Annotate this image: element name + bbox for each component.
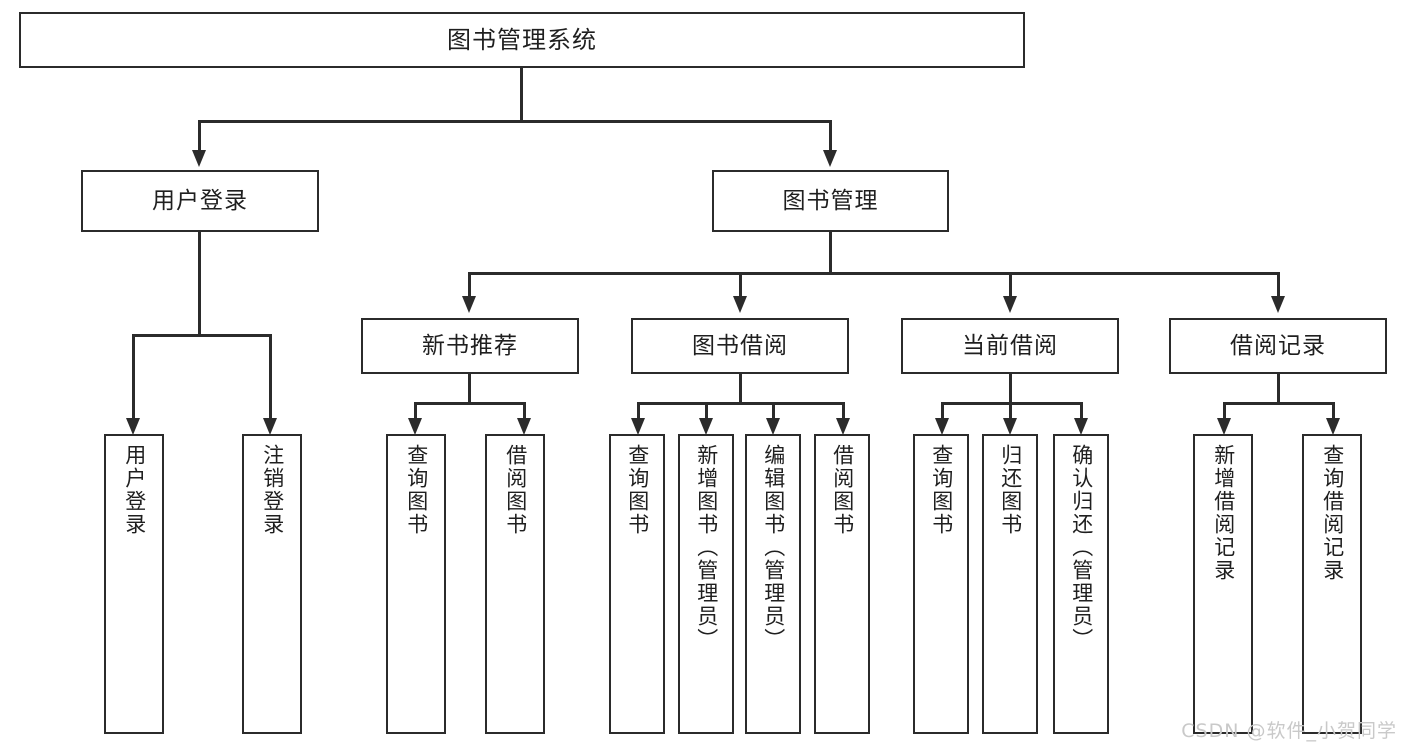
node-label: 图书借阅 bbox=[692, 332, 788, 359]
node-label: 查询图书 bbox=[404, 444, 429, 536]
connector-borrowrecord-drop-2 bbox=[1332, 402, 1335, 418]
leaf-user-logout[interactable]: 注销登录 bbox=[242, 434, 302, 734]
leaf-current-confirm-return[interactable]: 确认归还（管理员） bbox=[1053, 434, 1109, 734]
connector-root-drop-right bbox=[829, 120, 832, 150]
connector-newbook-stem bbox=[468, 374, 471, 404]
connector-root-stem bbox=[520, 68, 523, 122]
node-root-system[interactable]: 图书管理系统 bbox=[19, 12, 1025, 68]
arrow-to-leaf-borrow-query bbox=[631, 418, 645, 435]
node-label: 查询图书 bbox=[929, 444, 954, 536]
connector-userlogin-drop-2 bbox=[269, 334, 272, 418]
leaf-record-add[interactable]: 新增借阅记录 bbox=[1193, 434, 1253, 734]
node-user-login[interactable]: 用户登录 bbox=[81, 170, 319, 232]
node-label: 查询图书 bbox=[625, 444, 650, 536]
watermark-text: CSDN @软件_小贺同学 bbox=[1181, 720, 1397, 742]
node-book-borrow[interactable]: 图书借阅 bbox=[631, 318, 849, 374]
connector-currentborrow-stem bbox=[1009, 374, 1012, 404]
connector-borrowrecord-drop-1 bbox=[1223, 402, 1226, 418]
node-label: 用户登录 bbox=[152, 187, 248, 214]
connector-bookborrow-bar bbox=[637, 402, 845, 405]
connector-userlogin-bar bbox=[132, 334, 272, 337]
leaf-record-query[interactable]: 查询借阅记录 bbox=[1302, 434, 1362, 734]
arrow-to-leaf-borrow-edit bbox=[766, 418, 780, 435]
arrow-to-current-borrow bbox=[1003, 296, 1017, 313]
leaf-newbook-query-book[interactable]: 查询图书 bbox=[386, 434, 446, 734]
connector-newbook-drop-1 bbox=[414, 402, 417, 418]
arrow-to-leaf-borrow-borrow bbox=[836, 418, 850, 435]
arrow-to-leaf-record-query bbox=[1326, 418, 1340, 435]
arrow-to-new-book-recommend bbox=[462, 296, 476, 313]
node-label: 确认归还（管理员） bbox=[1069, 444, 1094, 651]
arrow-to-user-login bbox=[192, 150, 206, 167]
arrow-to-book-manage bbox=[823, 150, 837, 167]
node-label: 新增图书（管理员） bbox=[694, 444, 719, 651]
connector-bookborrow-drop-2 bbox=[705, 402, 708, 418]
connector-bookmanage-drop-2 bbox=[739, 272, 742, 296]
arrow-to-leaf-newbook-query bbox=[408, 418, 422, 435]
leaf-borrow-add-book[interactable]: 新增图书（管理员） bbox=[678, 434, 734, 734]
leaf-newbook-borrow-book[interactable]: 借阅图书 bbox=[485, 434, 545, 734]
node-label: 注销登录 bbox=[260, 444, 285, 536]
leaf-current-return-book[interactable]: 归还图书 bbox=[982, 434, 1038, 734]
node-label: 用户登录 bbox=[122, 444, 147, 536]
connector-bookmanage-bar bbox=[468, 272, 1280, 275]
connector-root-drop-left bbox=[198, 120, 201, 150]
node-label: 新书推荐 bbox=[422, 332, 518, 359]
connector-bookborrow-drop-4 bbox=[842, 402, 845, 418]
node-label: 借阅图书 bbox=[830, 444, 855, 536]
connector-currentborrow-drop-3 bbox=[1080, 402, 1083, 418]
arrow-to-leaf-record-add bbox=[1217, 418, 1231, 435]
node-label: 归还图书 bbox=[998, 444, 1023, 536]
connector-bookborrow-drop-1 bbox=[637, 402, 640, 418]
leaf-borrow-borrow-book[interactable]: 借阅图书 bbox=[814, 434, 870, 734]
connector-bookborrow-drop-3 bbox=[772, 402, 775, 418]
connector-newbook-bar bbox=[414, 402, 526, 405]
connector-userlogin-drop-1 bbox=[132, 334, 135, 418]
connector-currentborrow-drop-2 bbox=[1009, 402, 1012, 418]
arrow-to-leaf-newbook-borrow bbox=[517, 418, 531, 435]
connector-bookmanage-drop-1 bbox=[468, 272, 471, 296]
node-label: 借阅记录 bbox=[1230, 332, 1326, 359]
connector-root-bar bbox=[198, 120, 832, 123]
arrow-to-leaf-current-confirm bbox=[1074, 418, 1088, 435]
node-label: 新增借阅记录 bbox=[1211, 444, 1236, 582]
node-label: 图书管理系统 bbox=[447, 26, 597, 54]
connector-currentborrow-bar bbox=[941, 402, 1083, 405]
node-new-book-recommend[interactable]: 新书推荐 bbox=[361, 318, 579, 374]
arrow-to-leaf-borrow-add bbox=[699, 418, 713, 435]
node-book-manage[interactable]: 图书管理 bbox=[712, 170, 949, 232]
arrow-to-leaf-current-return bbox=[1003, 418, 1017, 435]
connector-borrowrecord-bar bbox=[1223, 402, 1335, 405]
node-borrow-record[interactable]: 借阅记录 bbox=[1169, 318, 1387, 374]
leaf-current-query-book[interactable]: 查询图书 bbox=[913, 434, 969, 734]
arrow-to-book-borrow bbox=[733, 296, 747, 313]
node-current-borrow[interactable]: 当前借阅 bbox=[901, 318, 1119, 374]
leaf-borrow-query-book[interactable]: 查询图书 bbox=[609, 434, 665, 734]
arrow-to-leaf-user-logout bbox=[263, 418, 277, 435]
arrow-to-leaf-user-login bbox=[126, 418, 140, 435]
leaf-borrow-edit-book[interactable]: 编辑图书（管理员） bbox=[745, 434, 801, 734]
connector-userlogin-stem bbox=[198, 232, 201, 336]
connector-bookmanage-drop-4 bbox=[1277, 272, 1280, 296]
node-label: 编辑图书（管理员） bbox=[761, 444, 786, 651]
connector-borrowrecord-stem bbox=[1277, 374, 1280, 404]
arrow-to-leaf-current-query bbox=[935, 418, 949, 435]
connector-bookmanage-stem bbox=[829, 232, 832, 274]
leaf-user-login[interactable]: 用户登录 bbox=[104, 434, 164, 734]
connector-newbook-drop-2 bbox=[523, 402, 526, 418]
connector-bookmanage-drop-3 bbox=[1009, 272, 1012, 296]
node-label: 查询借阅记录 bbox=[1320, 444, 1345, 582]
connector-currentborrow-drop-1 bbox=[941, 402, 944, 418]
connector-bookborrow-stem bbox=[739, 374, 742, 404]
arrow-to-borrow-record bbox=[1271, 296, 1285, 313]
node-label: 当前借阅 bbox=[962, 332, 1058, 359]
node-label: 借阅图书 bbox=[503, 444, 528, 536]
node-label: 图书管理 bbox=[782, 187, 879, 214]
